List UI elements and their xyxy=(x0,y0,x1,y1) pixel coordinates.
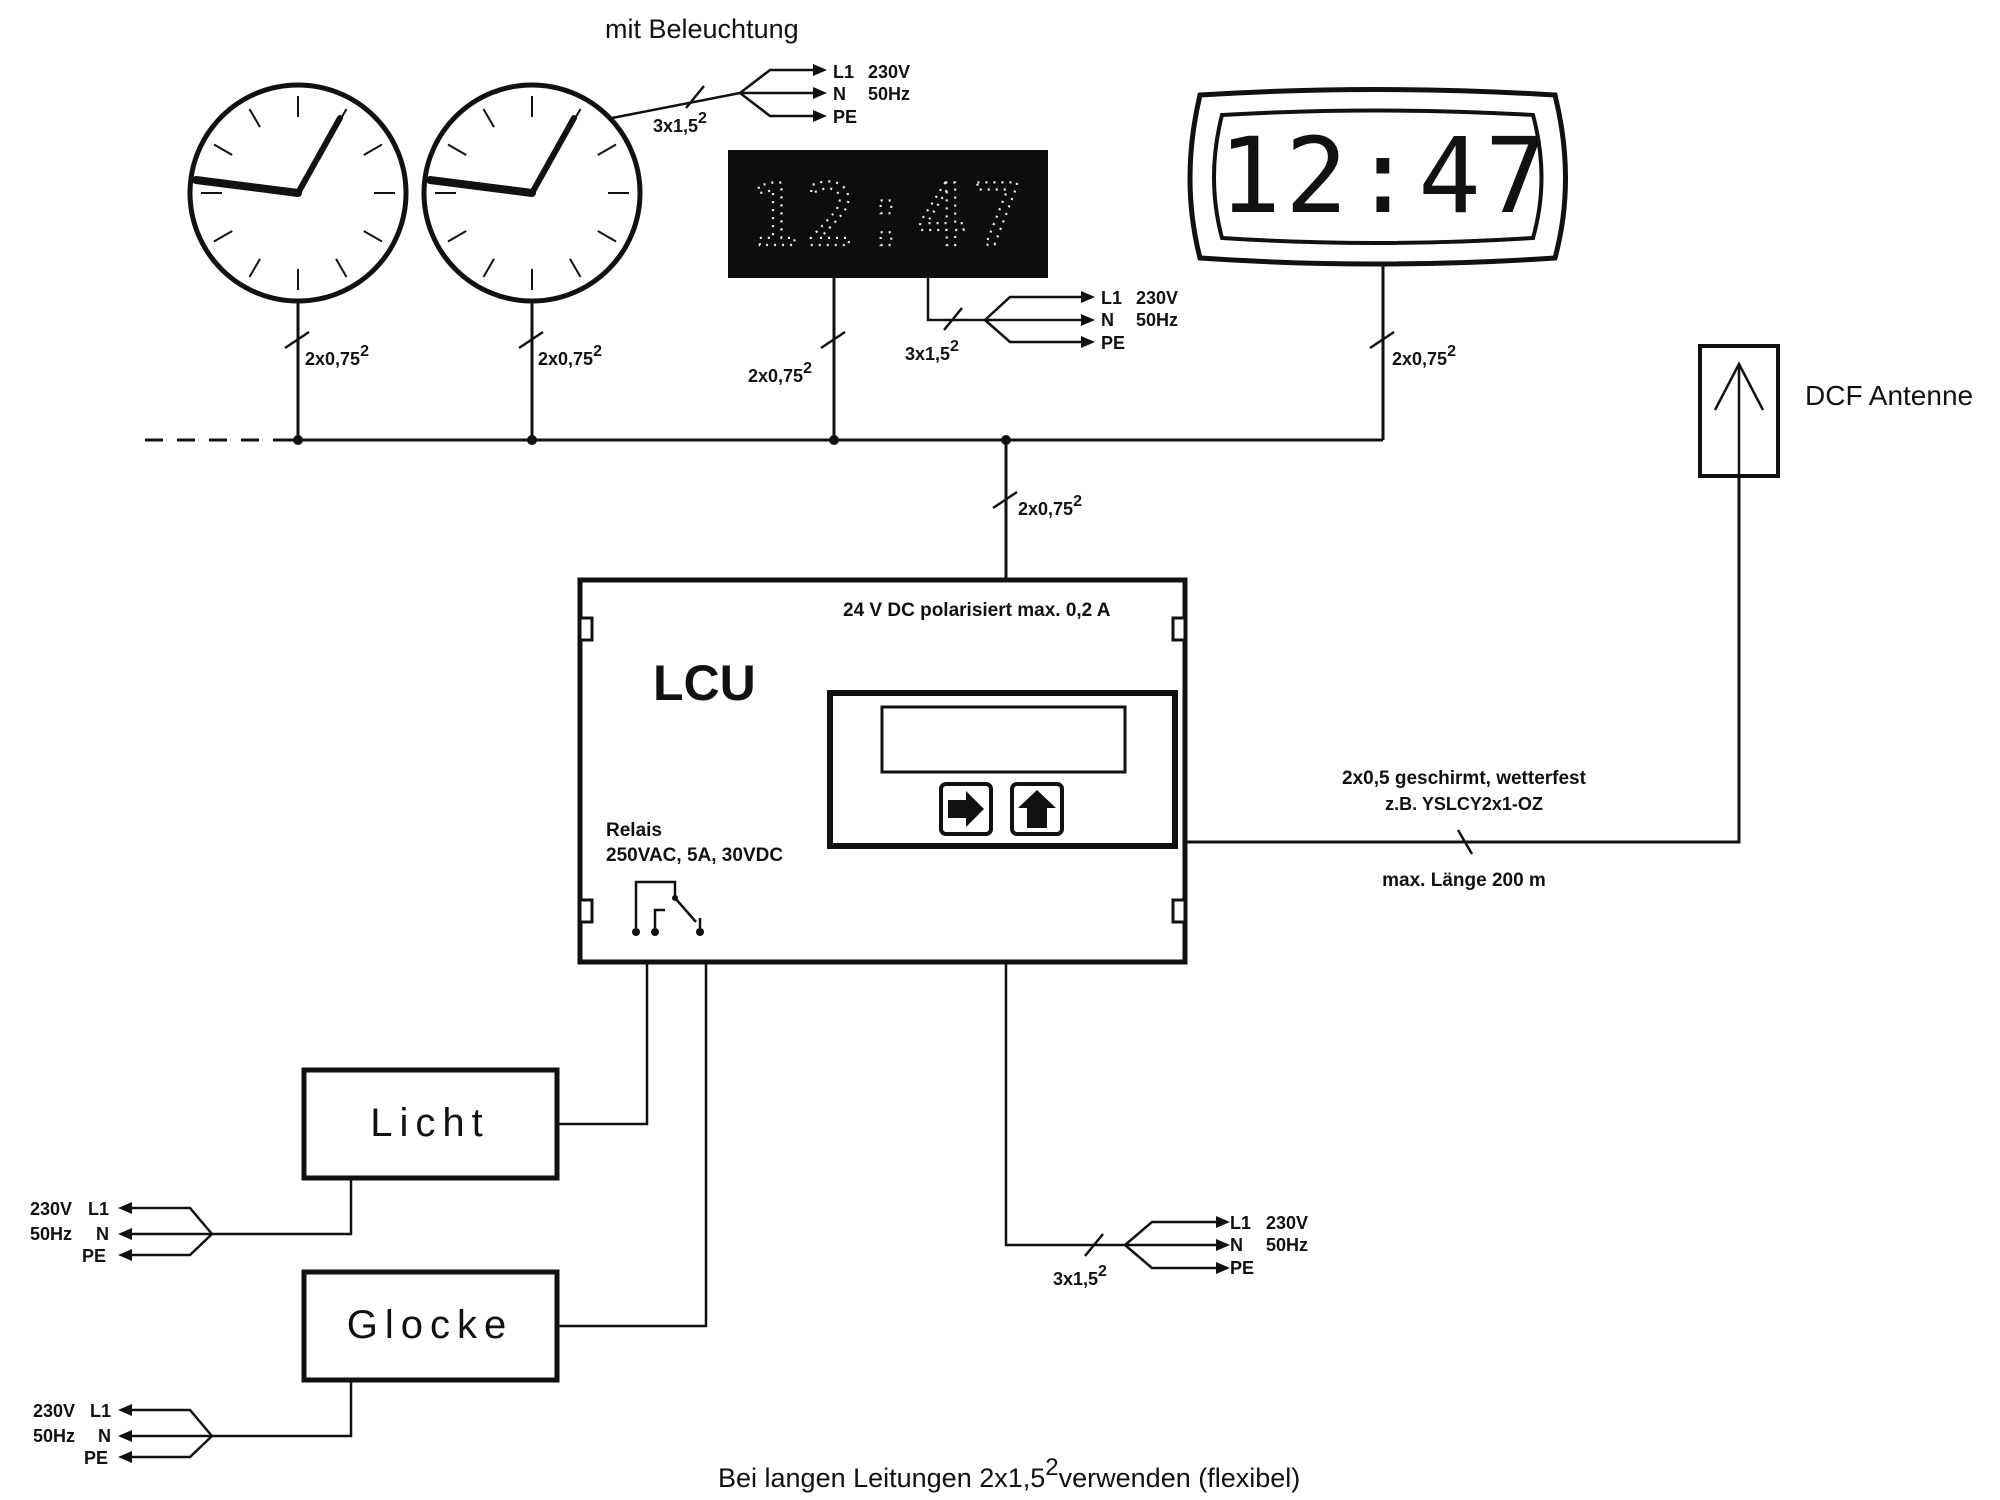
lcu-power-cable: L1 230V N 50Hz PE 3x1,52 xyxy=(1004,962,1308,1289)
mains-voltage-label: 230V xyxy=(868,62,910,82)
dcf-antenna: DCF Antenne xyxy=(1698,344,1973,478)
dotclock-power-cable: L1 230V N 50Hz PE 3x1,52 xyxy=(905,278,1178,364)
dot-matrix-time: 12:47 xyxy=(749,166,1028,266)
mains-voltage-label: 230V xyxy=(30,1199,72,1219)
cable-label-lcu-bus: 2x0,752 xyxy=(1018,493,1082,519)
clock-bus: 2x0,752 2x0,752 2x0,752 2x0,752 2x0,752 xyxy=(145,266,1456,580)
licht-label: Licht xyxy=(370,1101,490,1145)
mains-l1-label: L1 xyxy=(90,1401,111,1421)
lcd-time: 12:47 xyxy=(1218,115,1551,237)
lcu-unit: 24 V DC polarisiert max. 0,2 A LCU Relai… xyxy=(577,577,1188,965)
mains-frequency-label: 50Hz xyxy=(30,1224,72,1244)
clock-tick xyxy=(213,143,233,156)
cable-label-pwr: 3x1,52 xyxy=(653,110,707,136)
clock-tick xyxy=(363,230,383,243)
dcf-cable-label: 2x0,5 geschirmt, wetterfest xyxy=(1342,768,1587,789)
right-arrow-icon[interactable] xyxy=(939,782,993,836)
mains-frequency-label: 50Hz xyxy=(33,1426,75,1446)
mains-l1-label: L1 xyxy=(1101,288,1122,308)
mains-voltage-label: 230V xyxy=(1136,288,1178,308)
relay-contact-symbol xyxy=(632,880,704,936)
mains-n-label: N xyxy=(833,84,846,104)
lcu-spec: 24 V DC polarisiert max. 0,2 A xyxy=(843,600,1111,621)
analog-clock-1 xyxy=(187,82,409,304)
cable-label-lcdclock: 2x0,752 xyxy=(1392,343,1456,369)
clock-tick xyxy=(248,258,261,278)
clock-tick xyxy=(597,230,617,243)
mains-pe-label: PE xyxy=(84,1448,108,1468)
mains-pe-label: PE xyxy=(82,1246,106,1266)
clock-tick xyxy=(569,258,582,278)
cable-label-dotclock: 2x0,752 xyxy=(748,360,812,386)
mains-frequency-label: 50Hz xyxy=(1136,310,1178,330)
antenna-cable: 2x0,5 geschirmt, wetterfest z.B. YSLCY2x… xyxy=(1185,476,1741,891)
clock-tick xyxy=(482,108,495,128)
dot-matrix-clock: 12:47 xyxy=(728,150,1048,278)
mains-l1-label: L1 xyxy=(88,1199,109,1219)
antenna-label: DCF Antenne xyxy=(1805,380,1973,411)
clock-tick xyxy=(335,258,348,278)
analog-clock-2 xyxy=(421,82,643,304)
glocke-box: Glocke 230V L1 50Hz N PE xyxy=(33,962,708,1468)
top-label: mit Beleuchtung xyxy=(605,14,799,44)
mains-l1-label: L1 xyxy=(1230,1213,1251,1233)
mains-n-label: N xyxy=(1101,310,1114,330)
cable-label-clock2: 2x0,752 xyxy=(538,343,602,369)
mains-n-label: N xyxy=(98,1426,111,1446)
licht-box: Licht 230V L1 50Hz N PE xyxy=(30,962,649,1266)
mains-n-label: N xyxy=(96,1224,109,1244)
clock-tick xyxy=(447,143,467,156)
clock-tick xyxy=(482,258,495,278)
mains-l1-label: L1 xyxy=(833,62,854,82)
cable-label-pwr: 3x1,52 xyxy=(905,338,959,364)
mains-pe-label: PE xyxy=(833,107,857,127)
clock-tick xyxy=(213,230,233,243)
mains-frequency-label: 50Hz xyxy=(1266,1235,1308,1255)
dcf-cable-type: z.B. YSLCY2x1-OZ xyxy=(1385,794,1543,814)
mains-n-label: N xyxy=(1230,1235,1243,1255)
mains-voltage-label: 230V xyxy=(33,1401,75,1421)
dcf-cable-length: max. Länge 200 m xyxy=(1382,870,1546,891)
clock-tick xyxy=(363,143,383,156)
mains-pe-label: PE xyxy=(1230,1258,1254,1278)
clock2-power-cable: L1 230V N 50Hz PE 3x1,52 xyxy=(611,62,910,136)
relais-spec: 250VAC, 5A, 30VDC xyxy=(606,845,783,866)
clock-tick xyxy=(597,143,617,156)
cable-label-pwr: 3x1,52 xyxy=(1053,1263,1107,1289)
lcd-clock: 12:47 xyxy=(1187,87,1568,267)
mains-pe-label: PE xyxy=(1101,333,1125,353)
up-arrow-icon[interactable] xyxy=(1010,782,1064,836)
lcu-title: LCU xyxy=(653,655,756,711)
relais-title: Relais xyxy=(606,820,662,841)
footer-note: Bei langen Leitungen 2x1,52verwenden (fl… xyxy=(718,1454,1300,1493)
mains-voltage-label: 230V xyxy=(1266,1213,1308,1233)
mains-frequency-label: 50Hz xyxy=(868,84,910,104)
clock-tick xyxy=(447,230,467,243)
clock-tick xyxy=(248,108,261,128)
lcu-lcd-screen xyxy=(880,705,1127,774)
cable-label-clock1: 2x0,752 xyxy=(305,343,369,369)
glocke-label: Glocke xyxy=(347,1303,514,1347)
